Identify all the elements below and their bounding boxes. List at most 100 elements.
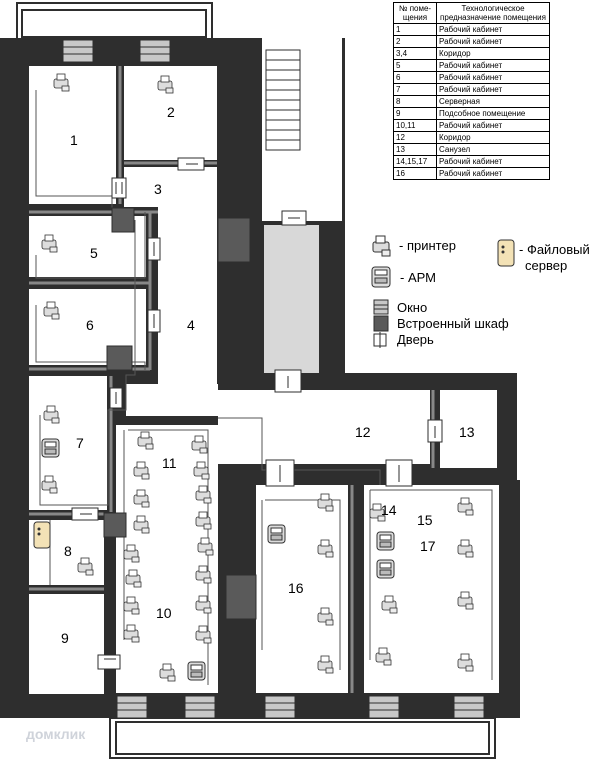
legend-server-icon	[497, 239, 515, 267]
room-number: 14	[381, 502, 397, 518]
room-table: № поме-щения Технологическое предназначе…	[393, 2, 550, 180]
printer-icon	[195, 565, 212, 584]
room-purpose-cell: Рабочий кабинет	[436, 71, 550, 84]
printer-icon	[137, 431, 154, 450]
room-number-cell: 5	[393, 59, 437, 72]
legend-window-icon	[373, 299, 389, 315]
printer-icon	[195, 625, 212, 644]
window	[116, 695, 148, 719]
legend-cabinet-label: Встроенный шкаф	[397, 316, 509, 331]
room-number-cell: 12	[393, 131, 437, 144]
printer-icon	[457, 539, 474, 558]
workstation-icon	[267, 524, 286, 544]
devices	[33, 73, 474, 682]
room-number: 6	[86, 317, 94, 333]
door-marks	[80, 163, 436, 660]
cabinet	[217, 217, 251, 263]
room-number-cell: 13	[393, 143, 437, 156]
window	[62, 39, 94, 63]
window	[368, 695, 400, 719]
windows	[62, 39, 485, 719]
printer-icon	[317, 607, 334, 626]
room-number: 1	[70, 132, 78, 148]
legend-printer-icon	[372, 235, 391, 257]
stair	[262, 49, 321, 375]
printer-icon	[375, 647, 392, 666]
legend-door-icon	[373, 332, 387, 348]
room-number-cell: 3,4	[393, 47, 437, 60]
window	[139, 39, 171, 63]
col-header-number: № поме-щения	[393, 2, 437, 24]
room-purpose-cell: Коридор	[436, 47, 550, 60]
door	[97, 654, 121, 670]
printer-icon	[457, 653, 474, 672]
legend-workstation-label: - АРМ	[400, 270, 436, 285]
printer-icon	[41, 475, 58, 494]
printer-icon	[457, 591, 474, 610]
cabinet	[225, 574, 257, 620]
room-purpose-cell: Рабочий кабинет	[436, 59, 550, 72]
room-purpose-cell: Рабочий кабинет	[436, 83, 550, 96]
room-number-cell: 9	[393, 107, 437, 120]
room-number: 9	[61, 630, 69, 646]
printer-icon	[197, 537, 214, 556]
legend-window-label: Окно	[397, 300, 428, 315]
room-number: 10	[156, 605, 172, 621]
printer-icon	[317, 539, 334, 558]
room-purpose-cell: Подсобное помещение	[436, 107, 550, 120]
legend-door-label: Дверь	[397, 332, 434, 347]
room-purpose-cell: Серверная	[436, 95, 550, 108]
room-number: 5	[90, 245, 98, 261]
room-purpose-cell: Коридор	[436, 131, 550, 144]
door	[111, 177, 127, 199]
room-number: 12	[355, 424, 371, 440]
printer-icon	[133, 489, 150, 508]
corridor-12	[218, 390, 430, 464]
workstation-icon	[41, 438, 60, 458]
printer-icon	[123, 544, 140, 563]
printer-icon	[191, 435, 208, 454]
printer-icon	[123, 624, 140, 643]
printer-icon	[125, 569, 142, 588]
room-purpose-cell: Рабочий кабинет	[436, 119, 550, 132]
room-number-cell: 2	[393, 35, 437, 48]
balcony-top	[16, 2, 213, 40]
room-purpose-cell: Рабочий кабинет	[436, 155, 550, 168]
room-7	[29, 376, 107, 510]
room-number-cell: 1	[393, 23, 437, 36]
printer-icon	[195, 595, 212, 614]
workstation-icon	[187, 661, 206, 681]
room-purpose-cell: Рабочий кабинет	[436, 35, 550, 48]
network-cables	[35, 90, 493, 685]
printer-icon	[457, 497, 474, 516]
printer-icon	[369, 503, 386, 522]
legend-server-label-2: сервер	[525, 258, 568, 273]
printer-icon	[193, 461, 210, 480]
cabinet	[111, 207, 135, 233]
room-purpose-cell: Санузел	[436, 143, 550, 156]
room-number-cell: 10,11	[393, 119, 437, 132]
room-16	[256, 485, 348, 693]
room-number: 16	[288, 580, 304, 596]
room-number-cell: 8	[393, 95, 437, 108]
legend-cabinet-icon	[373, 315, 389, 332]
legend-server-label-1: - Файловый	[519, 242, 590, 257]
printer-icon	[159, 663, 176, 682]
workstation-icon	[376, 559, 395, 579]
printer-icon	[77, 557, 94, 576]
printer-icon	[381, 595, 398, 614]
printer-icon	[195, 485, 212, 504]
printer-icon	[133, 515, 150, 534]
window	[453, 695, 485, 719]
room-1	[29, 66, 116, 204]
